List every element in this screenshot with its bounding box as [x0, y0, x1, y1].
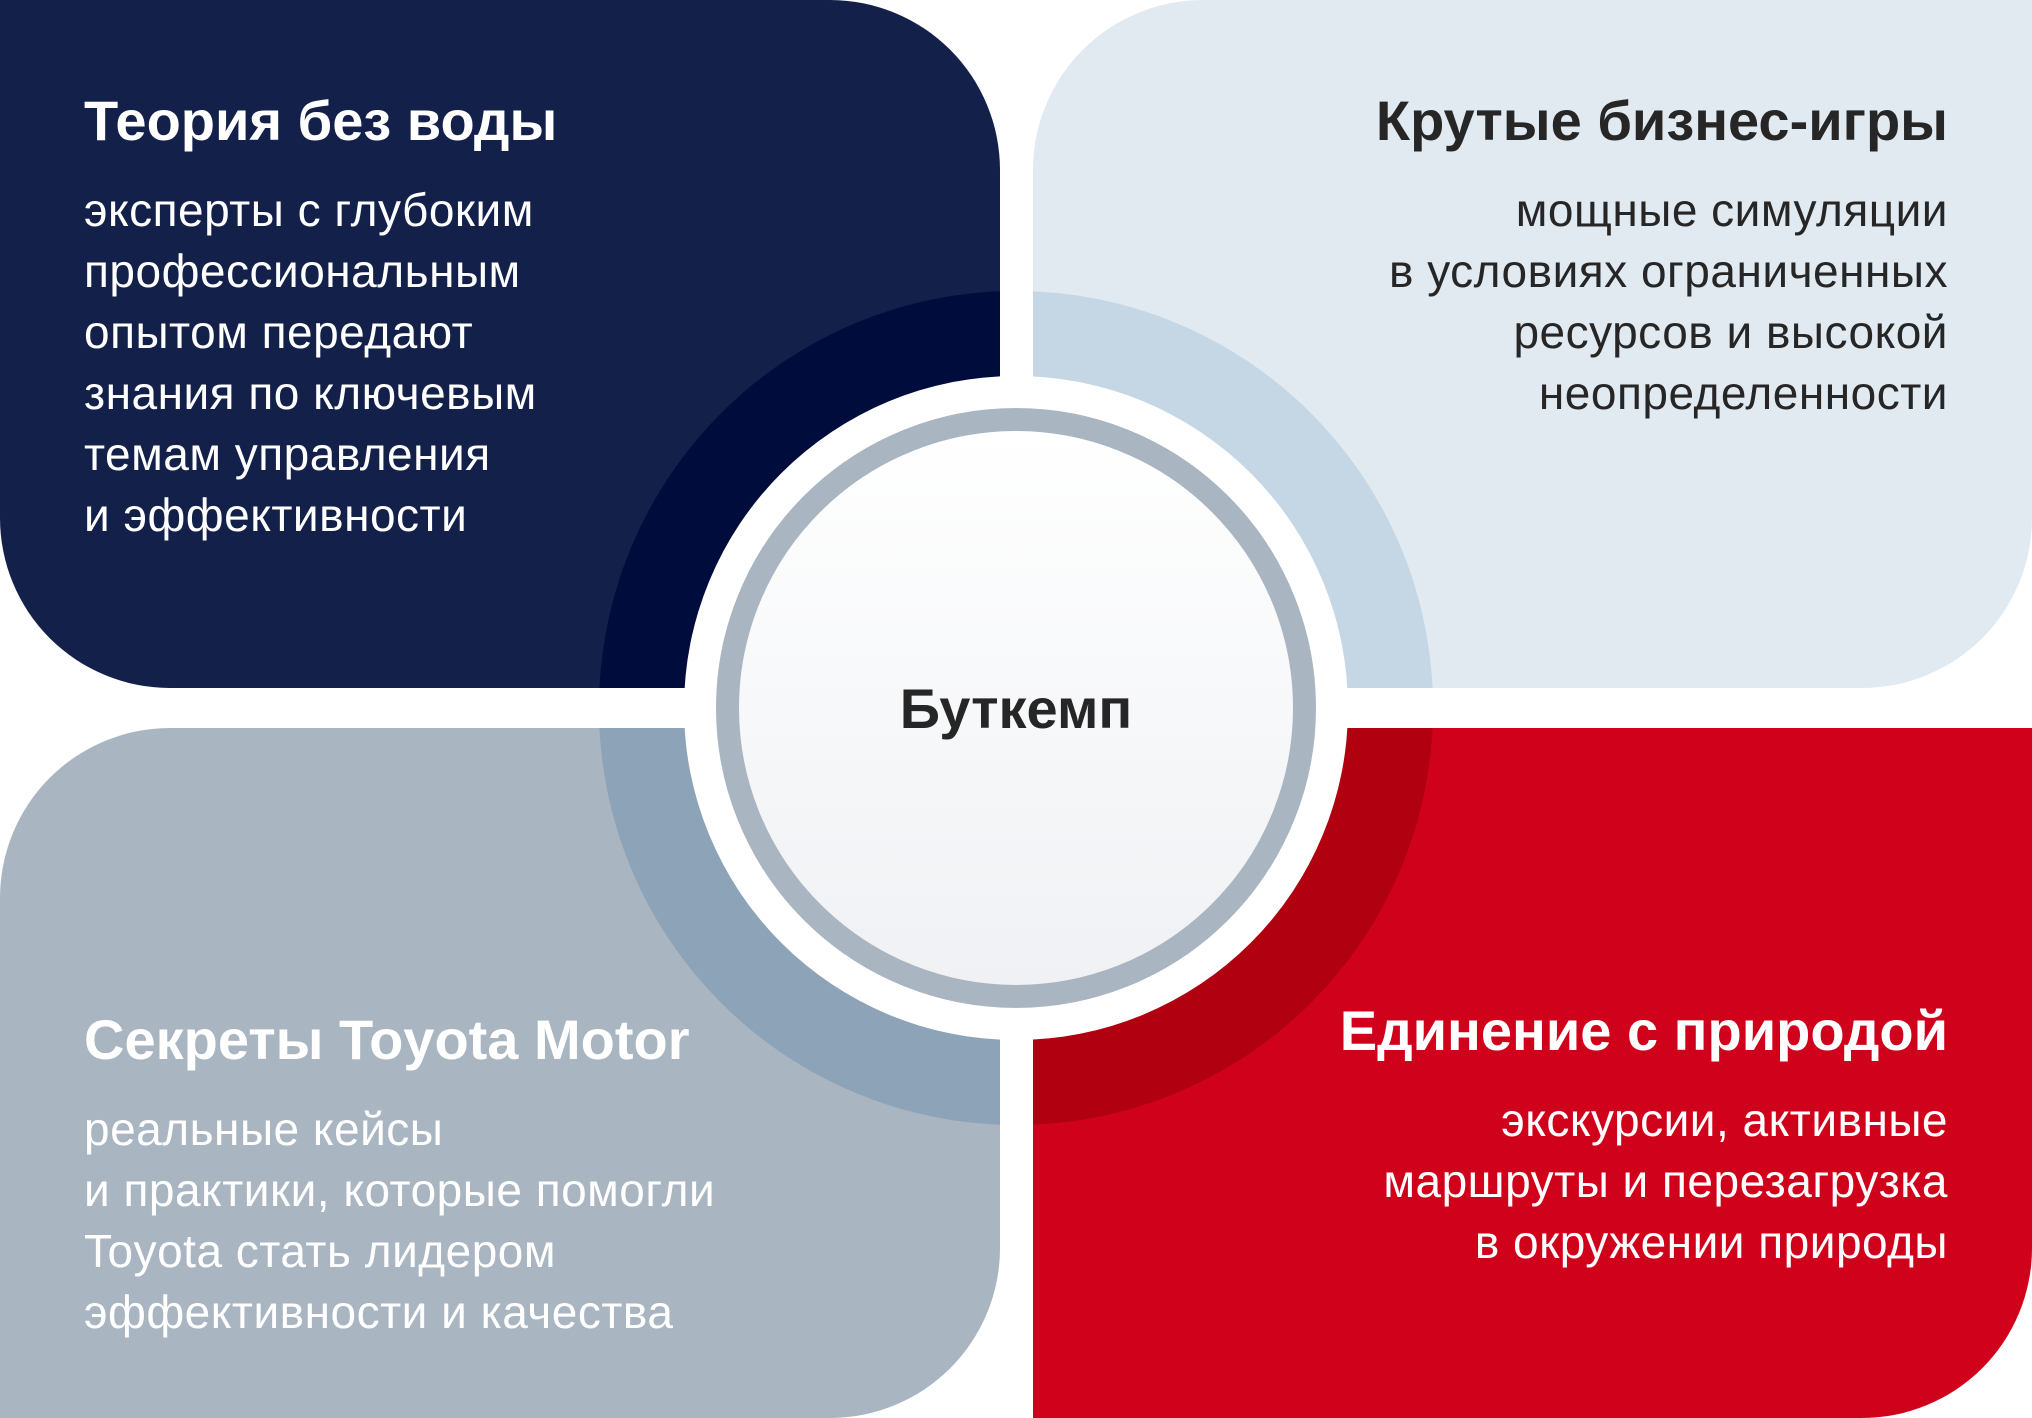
- toyota-text: Секреты Toyota Motor реальные кейсы и пр…: [84, 1005, 715, 1343]
- description-line: опытом передают: [84, 306, 474, 358]
- toyota-description: реальные кейсы и практики, которые помог…: [84, 1099, 715, 1343]
- description-line: и эффективности: [84, 489, 468, 541]
- description-line: в условиях ограниченных: [1388, 245, 1948, 297]
- theory-text: Теория без воды эксперты с глубоким проф…: [84, 86, 557, 546]
- center-circle: Буткемп: [716, 408, 1316, 1008]
- nature-description: экскурсии, активные маршруты и перезагру…: [1340, 1090, 1948, 1273]
- description-line: мощные симуляции: [1515, 184, 1948, 236]
- games-title: Крутые бизнес-игры: [1375, 89, 1948, 152]
- description-line: эксперты с глубоким: [84, 184, 534, 236]
- description-line: профессиональным: [84, 245, 521, 297]
- toyota-title: Секреты Toyota Motor: [84, 1008, 690, 1071]
- description-line: реальные кейсы: [84, 1103, 444, 1155]
- description-line: маршруты и перезагрузка: [1383, 1155, 1948, 1207]
- games-description: мощные симуляции в условиях ограниченных…: [1376, 180, 1948, 424]
- description-line: темам управления: [84, 428, 491, 480]
- description-line: в окружении природы: [1474, 1216, 1948, 1268]
- theory-description: эксперты с глубоким профессиональным опы…: [84, 180, 557, 546]
- nature-text: Единение с природой экскурсии, активные …: [1340, 996, 1948, 1273]
- description-line: ресурсов и высокой: [1513, 306, 1948, 358]
- description-line: экскурсии, активные: [1501, 1094, 1948, 1146]
- description-line: знания по ключевым: [84, 367, 537, 419]
- nature-title: Единение с природой: [1339, 999, 1948, 1062]
- description-line: эффективности и качества: [84, 1286, 674, 1338]
- description-line: неопределенности: [1538, 367, 1948, 419]
- center-label: Буткемп: [899, 676, 1133, 740]
- description-line: Toyota стать лидером: [84, 1225, 556, 1277]
- description-line: и практики, которые помогли: [84, 1164, 716, 1216]
- theory-title: Теория без воды: [84, 89, 558, 152]
- games-text: Крутые бизнес-игры мощные симуляции в ус…: [1376, 86, 1948, 424]
